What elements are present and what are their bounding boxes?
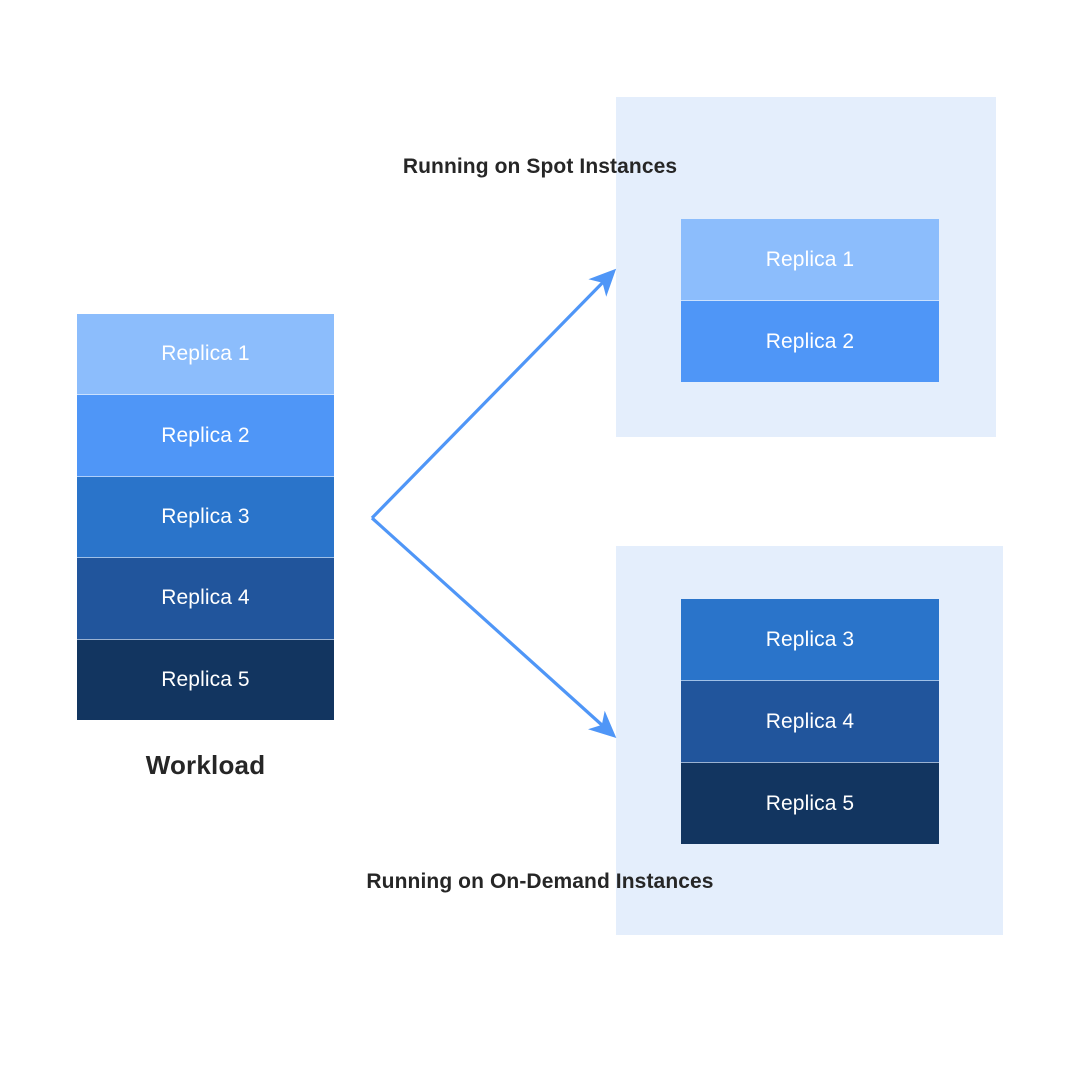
- on-demand-replica-3-label: Replica 3: [765, 627, 855, 651]
- on-demand-replica-4: Replica 4: [681, 681, 939, 763]
- workload-replica-2: Replica 2: [77, 395, 334, 477]
- spot-replica-2-label: Replica 2: [765, 329, 855, 353]
- workload-replica-4-label: Replica 4: [161, 586, 250, 610]
- on-demand-replica-3: Replica 3: [681, 599, 939, 681]
- workload-replica-stack: Replica 1 Replica 2 Replica 3 Replica 4 …: [77, 314, 334, 721]
- workload-title: Workload: [145, 750, 266, 780]
- arrow-to-on-demand-line: [370, 516, 617, 738]
- panel-on-demand-title: Running on On-Demand Instances: [366, 870, 714, 893]
- workload-group: Replica 1 Replica 2 Replica 3 Replica 4 …: [77, 314, 334, 721]
- workload-replica-2-label: Replica 2: [161, 423, 250, 447]
- panel-spot-title: Running on Spot Instances: [402, 155, 678, 178]
- spot-replica-stack: Replica 1 Replica 2: [681, 219, 939, 382]
- spot-replica-1: Replica 1: [681, 219, 939, 301]
- workload-replica-1: Replica 1: [77, 314, 334, 396]
- spot-replica-2: Replica 2: [681, 301, 939, 382]
- workload-replica-3-label: Replica 3: [161, 505, 250, 529]
- on-demand-replica-5: Replica 5: [681, 763, 939, 844]
- arrow-to-spot-line: [370, 268, 617, 520]
- workload-replica-4: Replica 4: [77, 558, 334, 640]
- on-demand-replica-5-label: Replica 5: [765, 791, 855, 815]
- workload-replica-5: Replica 5: [77, 639, 334, 721]
- workload-replica-3: Replica 3: [77, 476, 334, 559]
- workload-replica-1-label: Replica 1: [161, 342, 250, 366]
- spot-replica-1-label: Replica 1: [765, 247, 855, 271]
- workload-replica-5-label: Replica 5: [161, 667, 250, 691]
- on-demand-replica-stack: Replica 3 Replica 4 Replica 5: [681, 599, 939, 844]
- on-demand-replica-4-label: Replica 4: [765, 709, 855, 733]
